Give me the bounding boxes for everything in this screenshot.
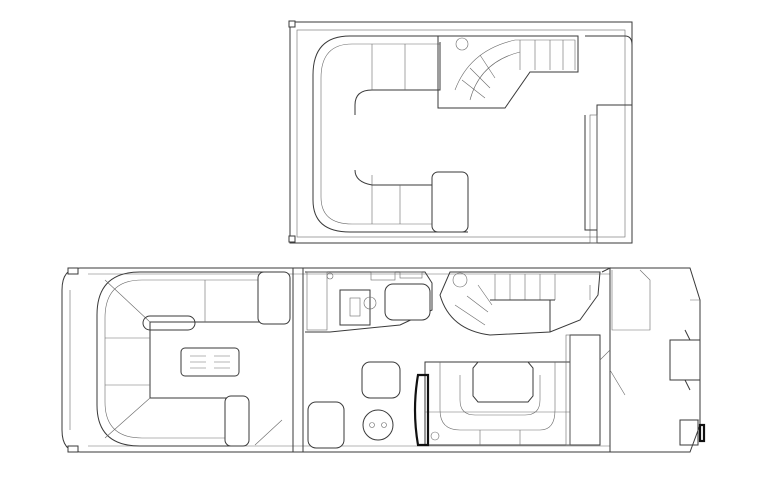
main-deck-plan — [61, 267, 706, 453]
rear-table — [472, 361, 534, 403]
upper-deck-plan — [288, 20, 633, 244]
upper-stern-block — [584, 35, 633, 244]
hull-outline — [61, 267, 701, 453]
rear-u-lounge — [413, 361, 571, 447]
side-table — [362, 409, 394, 441]
passenger-chair — [361, 361, 401, 399]
main-curved-seating — [439, 271, 601, 336]
captain-chair — [384, 283, 431, 321]
bow-u-lounge — [96, 271, 291, 447]
stern-area — [565, 267, 706, 452]
gate-panel — [413, 373, 430, 447]
bow-table — [180, 347, 240, 377]
gate-divider — [292, 267, 304, 453]
side-chair — [307, 401, 345, 449]
helm-console — [305, 271, 433, 333]
steering-wheel-icon — [363, 296, 377, 310]
swim-ladder — [679, 419, 699, 446]
upper-u-lounge — [312, 35, 469, 233]
upper-curved-seating — [437, 35, 579, 109]
